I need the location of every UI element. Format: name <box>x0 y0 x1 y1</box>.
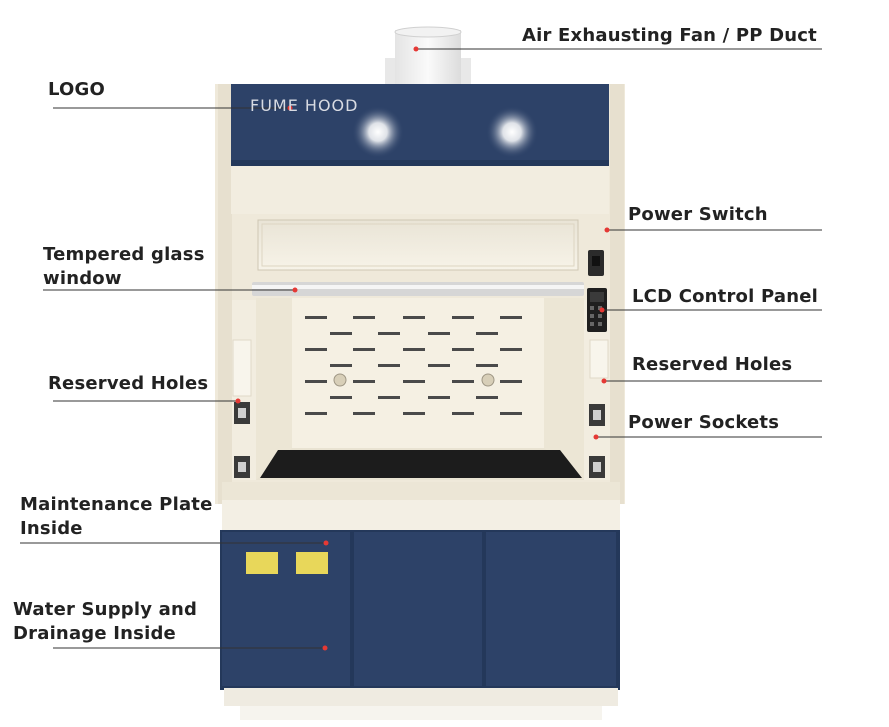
label-power-switch: Power Switch <box>628 204 768 225</box>
base-cabinet <box>220 530 620 720</box>
work-surface <box>260 450 582 478</box>
logo-panel <box>231 84 609 164</box>
label-air-exhausting-fan: Air Exhausting Fan / PP Duct <box>522 25 817 46</box>
exhaust-duct <box>385 26 471 88</box>
power-socket <box>234 456 250 478</box>
callout-markers <box>235 46 610 651</box>
glass-window <box>257 219 579 271</box>
hood-logo-text: FUME HOOD <box>250 96 359 115</box>
power-socket <box>589 456 605 478</box>
label-lcd-control-panel: LCD Control Panel <box>632 286 819 307</box>
reserved-holes-right <box>589 339 609 379</box>
leader-lines <box>20 48 822 649</box>
cabinet-door <box>486 532 616 686</box>
reserved-holes-left <box>232 339 252 397</box>
label-maintenance-line1: Maintenance Plate <box>20 494 213 515</box>
hood-body <box>215 84 625 530</box>
cabinet-door <box>222 532 350 686</box>
baffle-slots <box>305 316 522 415</box>
cabinet-door <box>354 532 482 686</box>
light-glow <box>486 106 538 158</box>
label-tempered-glass-line2: window <box>43 268 122 289</box>
light-glow <box>352 106 404 158</box>
label-water-supply-line1: Water Supply and <box>13 599 198 620</box>
warning-sticker <box>296 552 328 574</box>
label-reserved-holes-left: Reserved Holes <box>48 373 209 394</box>
power-socket <box>589 404 605 426</box>
power-socket <box>234 402 250 424</box>
label-power-sockets: Power Sockets <box>628 412 780 433</box>
baffle-panel <box>292 298 544 448</box>
label-water-supply-line2: Drainage Inside <box>13 623 176 644</box>
label-tempered-glass-line1: Tempered glass <box>43 244 205 265</box>
label-reserved-holes-right: Reserved Holes <box>632 354 793 375</box>
label-logo: LOGO <box>48 79 106 100</box>
warning-sticker <box>246 552 278 574</box>
label-maintenance-line2: Inside <box>20 518 83 539</box>
